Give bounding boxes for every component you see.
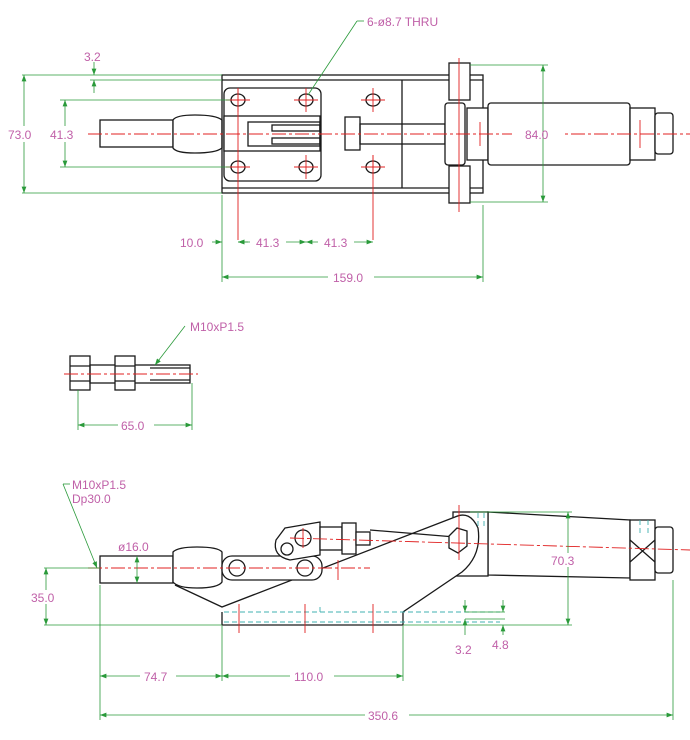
side-thread-note: M10xP1.5 bbox=[72, 478, 126, 492]
dim-center-height: 35.0 bbox=[31, 591, 55, 605]
dim-rod-to-base: 74.7 bbox=[144, 670, 168, 684]
dim-plate-thickness: 3.2 bbox=[84, 50, 101, 64]
clamp-body bbox=[174, 514, 480, 626]
flange-bolt bbox=[448, 62, 471, 101]
pivot-hex bbox=[448, 527, 468, 554]
cylinder-end-cap bbox=[629, 519, 656, 581]
bolt-thread-note: M10xP1.5 bbox=[190, 320, 244, 334]
dim-base-length: 110.0 bbox=[294, 670, 323, 684]
dim-overall-width: 73.0 bbox=[8, 128, 32, 142]
dim-overall-length: 350.6 bbox=[368, 709, 398, 723]
dim-base-thickness: 3.2 bbox=[455, 643, 472, 657]
hole-note: 6-ø8.7 THRU bbox=[367, 15, 438, 29]
side-thread-depth: Dp30.0 bbox=[72, 492, 111, 506]
bolt-nut bbox=[114, 355, 136, 391]
bolt-view: M10xP1.5 65.0 bbox=[64, 320, 244, 433]
top-dimensions bbox=[2, 20, 548, 284]
mounting-holes bbox=[226, 88, 385, 240]
dim-base-offset: 4.8 bbox=[492, 638, 509, 652]
dim-overall-length: 159.0 bbox=[333, 271, 363, 285]
toggle-link bbox=[274, 521, 321, 561]
bolt-head bbox=[69, 355, 91, 391]
dim-hole-pitch-2: 41.3 bbox=[324, 236, 348, 250]
dim-hole-pitch-1: 41.3 bbox=[256, 236, 280, 250]
dim-cylinder-height: 70.3 bbox=[551, 554, 575, 568]
lock-nut bbox=[344, 116, 361, 151]
top-view: 6-ø8.7 THRU 3.2 73.0 41.3 84.0 10.0 41.3… bbox=[2, 15, 690, 285]
dim-flange-height: 84.0 bbox=[525, 128, 549, 142]
flange-bolt bbox=[448, 165, 471, 204]
dim-rod-diameter: ø16.0 bbox=[118, 540, 149, 554]
dim-hole-spacing-v: 41.3 bbox=[50, 128, 74, 142]
plunger-rod bbox=[99, 555, 174, 584]
side-view: M10xP1.5 Dp30.0 ø16.0 35.0 70.3 3.2 4.8 … bbox=[28, 478, 690, 723]
dim-bolt-length: 65.0 bbox=[121, 419, 145, 433]
plunger-knob bbox=[172, 546, 223, 589]
plunger-rod bbox=[99, 119, 174, 148]
lock-nut bbox=[341, 522, 357, 555]
dim-edge-to-hole: 10.0 bbox=[180, 236, 204, 250]
